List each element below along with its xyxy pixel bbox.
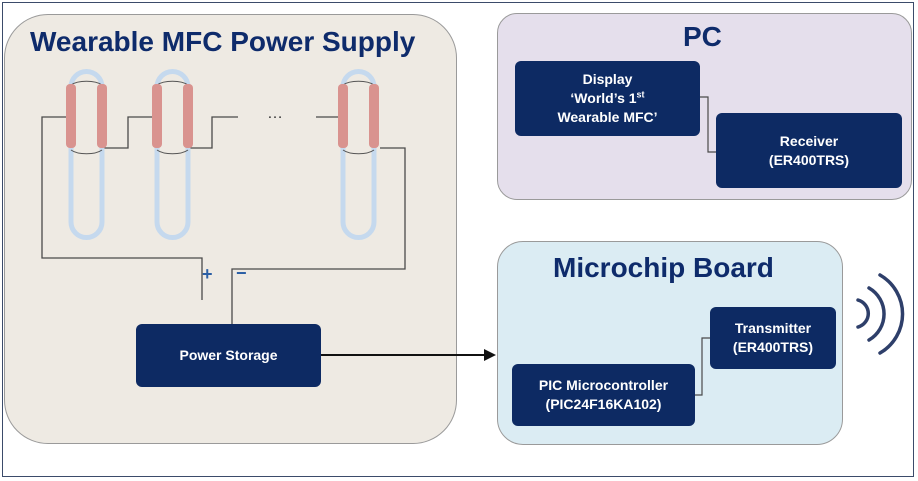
display-caption-line-2: Wearable MFC’ xyxy=(557,109,658,125)
mfc-cell-2 xyxy=(152,69,193,240)
mfc-cell-3 xyxy=(338,69,379,240)
transmitter-model: (ER400TRS) xyxy=(732,339,814,355)
transmitter-box: Transmitter (ER400TRS) xyxy=(710,307,836,369)
more-cells-ellipsis: … xyxy=(267,105,285,122)
pic-model: (PIC24F16KA102) xyxy=(545,396,662,412)
power-storage-box: Power Storage xyxy=(136,324,321,387)
display-caption-line: ‘World’s 1st xyxy=(570,89,645,106)
power-storage-label: Power Storage xyxy=(179,347,278,363)
display-receiver-connector xyxy=(700,96,716,153)
display-label: Display xyxy=(582,71,633,87)
arrow-right-icon xyxy=(321,349,496,361)
display-box: Display ‘World’s 1st Wearable MFC’ xyxy=(515,61,700,136)
negative-terminal-label: − xyxy=(236,263,247,283)
pic-label: PIC Microcontroller xyxy=(538,377,669,393)
circuit-wiring xyxy=(41,116,406,324)
receiver-model: (ER400TRS) xyxy=(768,151,850,168)
transmitter-label: Transmitter xyxy=(734,320,812,336)
pic-microcontroller-box: PIC Microcontroller (PIC24F16KA102) xyxy=(512,364,695,426)
pic-transmitter-connector xyxy=(695,337,710,396)
microchip-board-title: Microchip Board xyxy=(553,252,774,283)
receiver-label: Receiver xyxy=(779,132,839,149)
receiver-box: Receiver (ER400TRS) xyxy=(716,113,902,188)
wireless-signal-icon xyxy=(856,273,905,355)
mfc-cell-1 xyxy=(66,69,107,240)
positive-terminal-label: + xyxy=(202,264,213,284)
power-supply-title: Wearable MFC Power Supply xyxy=(30,26,416,57)
pc-title: PC xyxy=(683,21,722,52)
